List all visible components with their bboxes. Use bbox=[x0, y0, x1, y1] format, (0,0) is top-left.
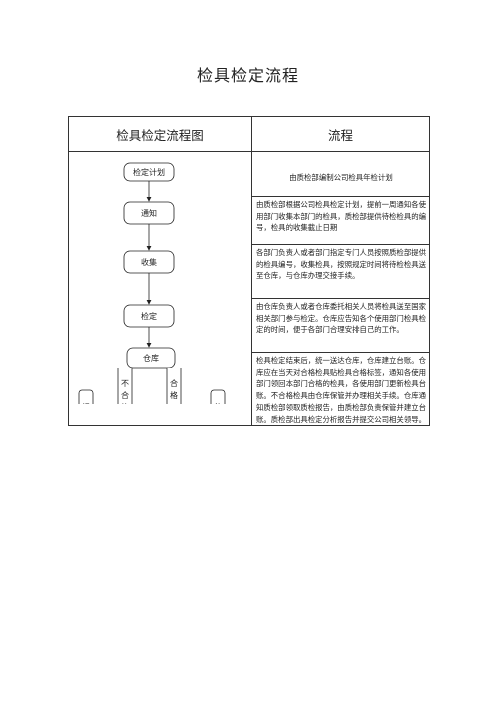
step-5-description: 检具检定结束后，统一送达仓库，仓库建立台账。仓库应在当天对合格检具贴检具合格标签… bbox=[251, 351, 430, 427]
page-title: 检具检定流程 bbox=[196, 66, 299, 85]
node-scrap-label-1: 报 bbox=[82, 402, 90, 404]
header-process: 流程 bbox=[251, 116, 430, 152]
step-3-description: 各部门负责人或者部门指定专门人员按照质检部提供的检具编号，收集检具，按照规定时间… bbox=[251, 244, 430, 299]
table-row: 检具检定结束后，统一送达仓库，仓库建立台账。仓库应在当天对合格检具贴检具合格标签… bbox=[69, 351, 430, 427]
node-scrap bbox=[78, 389, 94, 404]
label-unqualified-2: 合 bbox=[121, 390, 129, 400]
label-unqualified-1: 不 bbox=[121, 379, 129, 388]
node-plan-label: 检定计划 bbox=[133, 167, 165, 177]
header-flowchart: 检具检定流程图 bbox=[68, 116, 252, 152]
node-verify-label: 检定 bbox=[141, 311, 157, 321]
table-header-row: 检具检定流程图 流程 bbox=[68, 116, 430, 152]
node-notify-label: 通知 bbox=[141, 208, 157, 218]
label-unqualified-3: 格 bbox=[121, 402, 129, 404]
arrow-qualified bbox=[166, 368, 182, 404]
step-2-description: 由质检部根据公司检具检定计划，提前一周通知各使用部门收集本部门的检具，质检部提供… bbox=[251, 196, 430, 245]
node-use bbox=[210, 389, 226, 404]
table-row: 各部门负责人或者部门指定专门人员按照质检部提供的检具编号，收集检具，按照规定时间… bbox=[69, 244, 430, 299]
table-row: 由仓库负责人或者仓库委托相关人员将检具送至国家相关部门参与检定。仓库应告知各个使… bbox=[69, 298, 430, 353]
flowchart: 检定计划 通知 收集 检定 仓库 bbox=[78, 162, 226, 404]
node-use-label-1: 使 bbox=[214, 402, 222, 404]
table-row: 由质检部根据公司检具检定计划，提前一周通知各使用部门收集本部门的检具，质检部提供… bbox=[69, 196, 430, 245]
process-table: 检具检定流程图 流程 检定计划 通知 收集 bbox=[68, 116, 430, 427]
node-collect-label: 收集 bbox=[141, 257, 157, 267]
label-qualified-2: 格 bbox=[170, 390, 178, 400]
node-warehouse bbox=[126, 347, 176, 369]
step-1-description: 由质检部编制公司检具年检计划 bbox=[251, 151, 430, 197]
step-4-description: 由仓库负责人或者仓库委托相关人员将检具送至国家相关部门参与检定。仓库应告知各个使… bbox=[251, 298, 430, 353]
arrow-unqualified bbox=[117, 368, 133, 404]
flowchart-cell: 检定计划 通知 收集 检定 仓库 bbox=[68, 150, 252, 427]
node-warehouse-label: 仓库 bbox=[143, 353, 159, 363]
label-qualified-1: 合 bbox=[170, 378, 178, 388]
table-row: 检定计划 通知 收集 检定 仓库 bbox=[68, 150, 430, 427]
